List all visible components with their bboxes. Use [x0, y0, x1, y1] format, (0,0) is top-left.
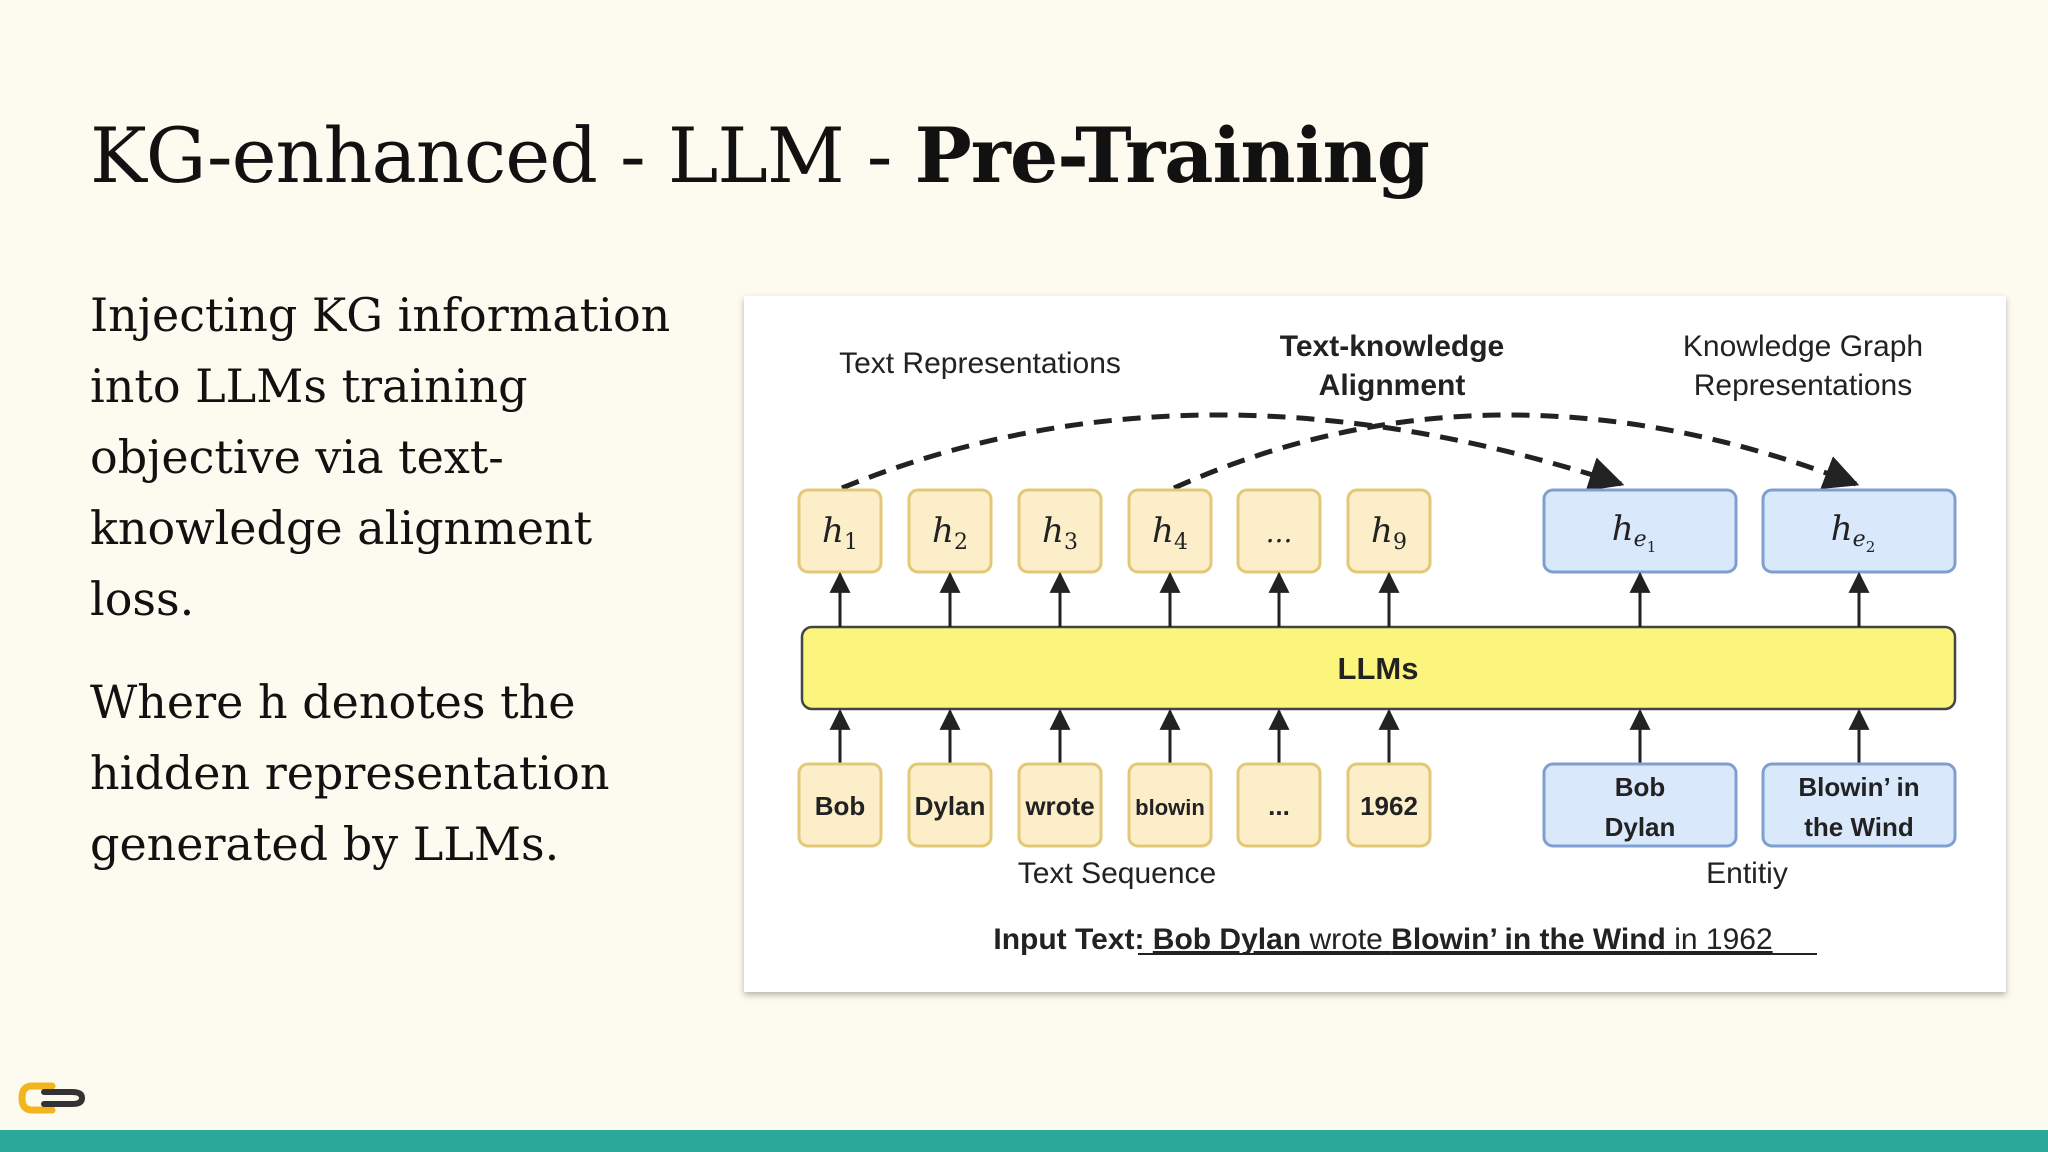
hidden-base: h	[1152, 511, 1174, 551]
input-middle: wrote	[1301, 923, 1391, 956]
hidden-box-label: h9	[1371, 511, 1407, 555]
hidden-box-label: h2	[932, 511, 968, 555]
hidden-sub: 9	[1393, 530, 1407, 555]
entity-hidden-base: h	[1831, 509, 1853, 549]
entity-hidden-sub: e	[1853, 527, 1866, 552]
token-box-rect	[907, 762, 993, 848]
entity-hidden-label: he2	[1831, 509, 1875, 556]
entity-hidden-subsub: 2	[1866, 538, 1876, 556]
hidden-box-label: h1	[822, 511, 858, 555]
hidden-base: h	[1371, 511, 1393, 551]
token-box-3: wrote	[1017, 762, 1103, 848]
token-label: Bob	[815, 791, 866, 821]
alignment-diagram: Text Representations Text-knowledge Alig…	[744, 296, 2006, 992]
token-box-rect	[1127, 762, 1213, 848]
hidden-box-label: ...	[1266, 516, 1293, 549]
hidden-base: ...	[1266, 516, 1293, 549]
hidden-sub: 3	[1064, 530, 1078, 555]
bottom-accent-bar	[0, 1130, 2048, 1152]
hidden-base: h	[932, 511, 954, 551]
entity-label-line2: Dylan	[1605, 812, 1676, 842]
hidden-box-6: h9	[1346, 488, 1432, 574]
hidden-box-4: h4	[1127, 488, 1213, 574]
hidden-box-5: ...	[1236, 488, 1322, 574]
alignment-label-line1: Text-knowledge	[1280, 330, 1504, 363]
hidden-box-label: h3	[1042, 511, 1078, 555]
token-label: wrote	[1024, 791, 1094, 821]
token-box-5: ...	[1236, 762, 1322, 848]
hidden-box-2: h2	[907, 488, 993, 574]
text-sequence-label: Text Sequence	[1018, 857, 1216, 890]
input-entity-2: Blowin’ in the Wind	[1391, 923, 1666, 956]
entity-label-line1: Bob	[1615, 772, 1666, 802]
input-text-line: Input Text: Bob Dylan wrote Blowin’ in t…	[993, 923, 1772, 956]
token-label: ...	[1268, 791, 1290, 821]
hidden-base: h	[822, 511, 844, 551]
input-end: in 1962	[1666, 923, 1773, 956]
hidden-box-3: h3	[1017, 488, 1103, 574]
alignment-label-line2: Alignment	[1319, 369, 1466, 402]
hidden-box-label: h4	[1152, 511, 1188, 555]
hidden-sub: 1	[844, 530, 858, 555]
hidden-base: h	[1042, 511, 1064, 551]
input-entity-1: Bob Dylan	[1153, 923, 1301, 956]
kg-representations-label-line2: Representations	[1694, 369, 1912, 402]
title-bold: Pre-Training	[914, 111, 1430, 200]
hidden-box-1: h1	[797, 488, 883, 574]
token-label: Dylan	[915, 791, 986, 821]
diagram-canvas: Text Representations Text-knowledge Alig…	[797, 330, 1957, 956]
entity-hidden-subsub: 1	[1647, 538, 1657, 556]
entity-hidden-base: h	[1612, 509, 1634, 549]
entity-hidden-sub: e	[1634, 527, 1647, 552]
alignment-arrow-h1-he1	[841, 412, 1625, 491]
flow-arrows	[829, 571, 1870, 764]
token-box-rect	[1346, 762, 1432, 848]
hidden-sub: 4	[1174, 530, 1188, 555]
text-representations-label: Text Representations	[839, 347, 1121, 380]
body-paragraph-1: Injecting KG information into LLMs train…	[90, 288, 671, 626]
token-row: Bob Dylan wrote blowin... 1962	[797, 762, 1432, 848]
alignment-arrow-h4-he2	[1172, 412, 1860, 491]
token-box-rect	[1236, 762, 1322, 848]
token-box-2: Dylan	[907, 762, 993, 848]
entity-hidden-label: he1	[1612, 509, 1656, 556]
brand-logo-icon	[18, 1082, 86, 1114]
token-box-rect	[797, 762, 883, 848]
slide-title: KG-enhanced - LLM - Pre-Training	[90, 118, 1430, 194]
entity-label-line1: Blowin’ in	[1798, 772, 1919, 802]
entity-box-rect	[1542, 762, 1738, 848]
body-paragraph-2: Where h denotes the hidden representatio…	[90, 675, 610, 871]
entity-label-line2: the Wind	[1804, 812, 1914, 842]
input-prefix: Input Text:	[993, 923, 1152, 956]
token-box-1: Bob	[797, 762, 883, 848]
kg-representations-label-line1: Knowledge Graph	[1683, 330, 1923, 363]
entity-hidden-box-2: he2	[1761, 488, 1957, 574]
token-box-6: 1962	[1346, 762, 1432, 848]
entity-box-2: Blowin’ in the Wind	[1761, 762, 1957, 848]
title-regular: KG-enhanced - LLM -	[90, 111, 915, 200]
entity-hidden-box-1: he1	[1542, 488, 1738, 574]
entity-label: Entitiy	[1706, 857, 1788, 890]
llm-label: LLMs	[1338, 651, 1419, 686]
token-label: 1962	[1360, 791, 1418, 821]
hidden-sub: 2	[954, 530, 968, 555]
token-label: blowin	[1135, 795, 1205, 820]
entity-box-rect	[1761, 762, 1957, 848]
token-box-rect	[1017, 762, 1103, 848]
token-box-4: blowin	[1127, 762, 1213, 848]
